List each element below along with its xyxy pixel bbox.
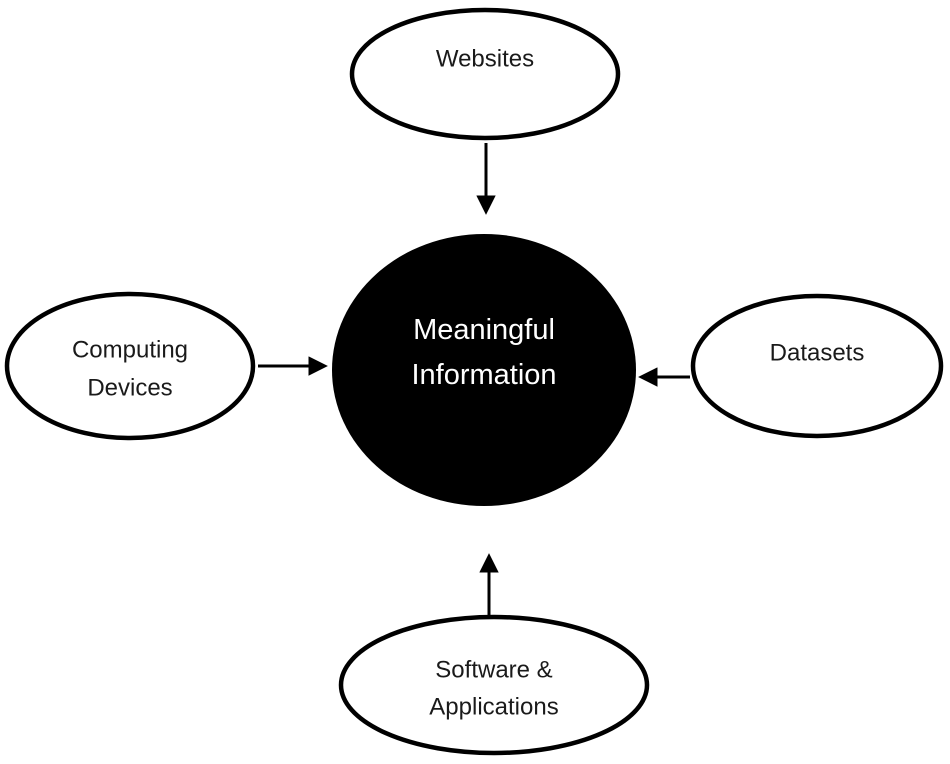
- software-applications-ellipse: [338, 614, 650, 756]
- center-circle: [332, 234, 636, 506]
- computing-devices-label-line-1: Computing: [72, 337, 188, 364]
- node-datasets: Datasets: [690, 293, 944, 439]
- node-software-applications: Software & Applications: [338, 614, 650, 756]
- software-applications-label-line-1: Software &: [435, 657, 552, 684]
- center-label-line-1: Meaningful: [413, 314, 555, 346]
- node-meaningful-information: Meaningful Information: [332, 234, 636, 506]
- computing-devices-label-line-2: Devices: [87, 375, 172, 402]
- node-computing-devices: Computing Devices: [4, 291, 256, 441]
- computing-devices-ellipse: [4, 291, 256, 441]
- node-websites: Websites: [349, 7, 621, 141]
- software-applications-label-line-2: Applications: [429, 694, 558, 721]
- center-label-line-2: Information: [411, 359, 556, 391]
- datasets-label: Datasets: [770, 340, 865, 367]
- websites-label: Websites: [436, 46, 534, 73]
- datasets-ellipse: [690, 293, 944, 439]
- websites-ellipse: [349, 7, 621, 141]
